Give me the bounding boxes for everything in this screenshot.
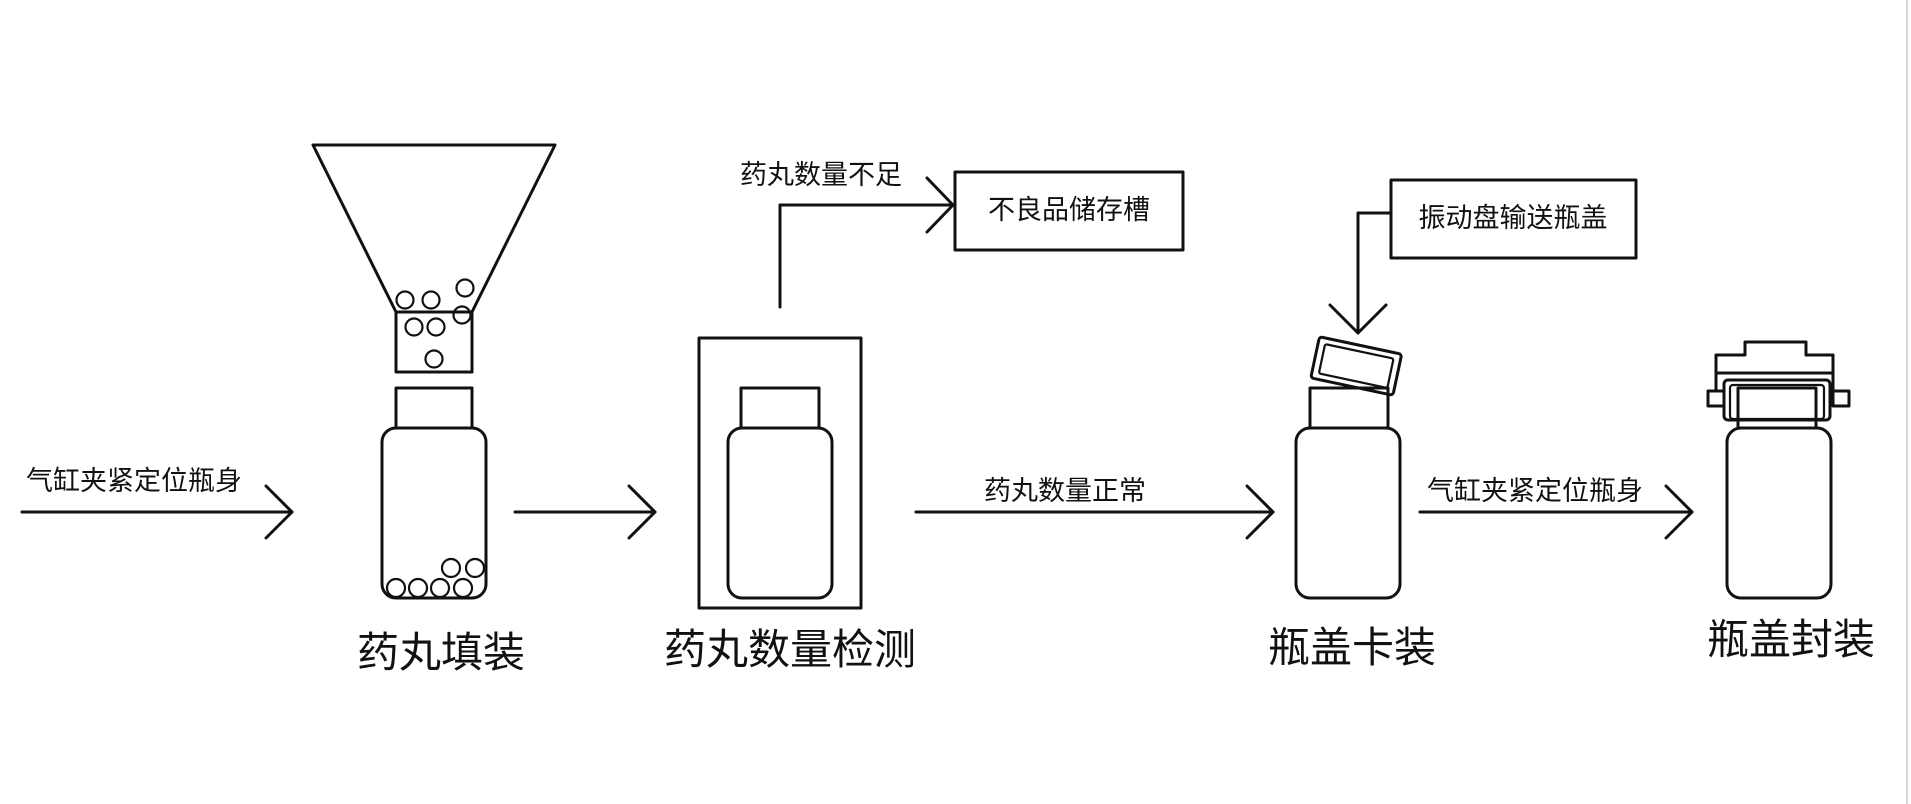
reject-tank-box: 不良品储存槽 bbox=[953, 170, 1185, 252]
hopper bbox=[311, 143, 557, 374]
arrow-to-sealing bbox=[1418, 484, 1694, 540]
hopper-pills bbox=[395, 278, 475, 369]
sealed-cap bbox=[1722, 378, 1832, 422]
bottle-detection bbox=[726, 386, 834, 600]
station-title-cap-sealing: 瓶盖封装 bbox=[1707, 615, 1875, 664]
arrow-reject bbox=[778, 176, 955, 309]
detection-chamber bbox=[697, 336, 863, 610]
arrow-cap-feed bbox=[1328, 211, 1392, 335]
label-normal: 药丸数量正常 bbox=[984, 476, 1146, 507]
bottle-cap-fitting bbox=[1294, 386, 1402, 600]
station-title-cap-fitting: 瓶盖卡装 bbox=[1268, 623, 1436, 672]
label-insufficient: 药丸数量不足 bbox=[740, 160, 902, 191]
cap-feeder-box: 振动盘输送瓶盖 bbox=[1389, 178, 1638, 260]
station-title-detection: 药丸数量检测 bbox=[664, 625, 916, 674]
bottle-filling bbox=[380, 386, 488, 600]
bottle-sealed bbox=[1725, 386, 1833, 600]
label-clamp-out: 气缸夹紧定位瓶身 bbox=[1427, 476, 1643, 507]
bottle-pills bbox=[385, 557, 486, 599]
arrow-to-detection bbox=[513, 484, 657, 540]
arrow-normal bbox=[914, 484, 1275, 540]
label-clamp-in: 气缸夹紧定位瓶身 bbox=[26, 466, 242, 497]
cap-feeder-label: 振动盘输送瓶盖 bbox=[1419, 203, 1608, 234]
reject-tank-label: 不良品储存槽 bbox=[988, 195, 1150, 226]
station-title-filling: 药丸填装 bbox=[357, 628, 525, 677]
arrow-infeed bbox=[20, 484, 294, 540]
